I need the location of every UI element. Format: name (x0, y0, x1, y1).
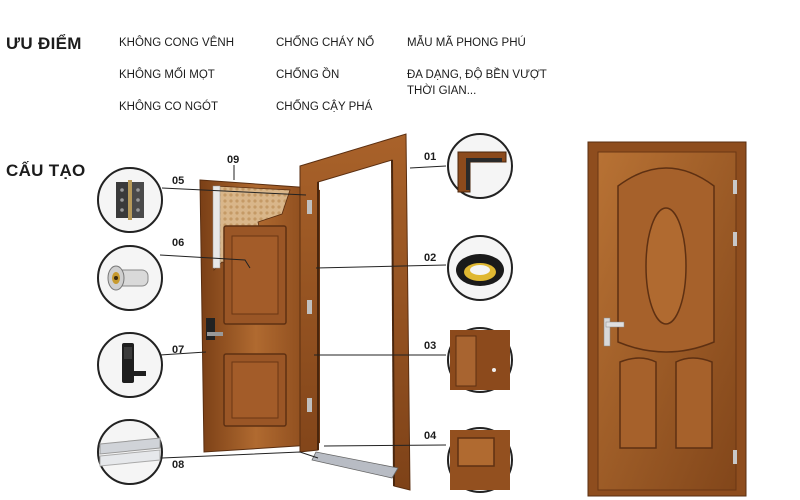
threshold-icon (97, 419, 163, 485)
callout-01: 01 (424, 151, 436, 163)
leader-lines (159, 165, 447, 459)
advantage-item: ĐA DẠNG, ĐỘ BỀN VƯỢT (407, 69, 547, 81)
frame-corner-icon (447, 133, 513, 199)
callout-05: 05 (172, 175, 184, 187)
callout-02: 02 (424, 252, 436, 264)
advantage-item: CHỐNG CHÁY NỔ (276, 37, 375, 49)
callout-09: 09 (227, 154, 239, 166)
door-edge-icon (447, 427, 513, 493)
advantage-item: MẪU MÃ PHONG PHÚ (407, 37, 526, 49)
open-door-illustration (199, 133, 411, 491)
advantage-item: THỜI GIAN... (407, 85, 477, 97)
advantage-item: KHÔNG MỐI MỌT (119, 69, 215, 81)
advantages-heading: ƯU ĐIỂM (6, 34, 82, 53)
advantage-item: KHÔNG CO NGÓT (119, 101, 219, 113)
door-panel-icon (447, 327, 513, 393)
closed-door-illustration (587, 141, 747, 497)
advantage-item: CHỐNG ỒN (276, 69, 340, 81)
callout-03: 03 (424, 340, 436, 352)
callout-06: 06 (172, 237, 184, 249)
gasket-icon (447, 235, 513, 301)
advantage-item: KHÔNG CONG VÊNH (119, 37, 235, 49)
callout-07: 07 (172, 344, 184, 356)
advantage-item: CHỐNG CẬY PHÁ (276, 101, 373, 113)
structure-heading: CẤU TẠO (6, 161, 86, 180)
hinge-icon (97, 167, 163, 233)
callout-08: 08 (172, 459, 184, 471)
digital-lock-icon (97, 332, 163, 398)
peephole-icon (97, 245, 163, 311)
callout-04: 04 (424, 430, 437, 442)
